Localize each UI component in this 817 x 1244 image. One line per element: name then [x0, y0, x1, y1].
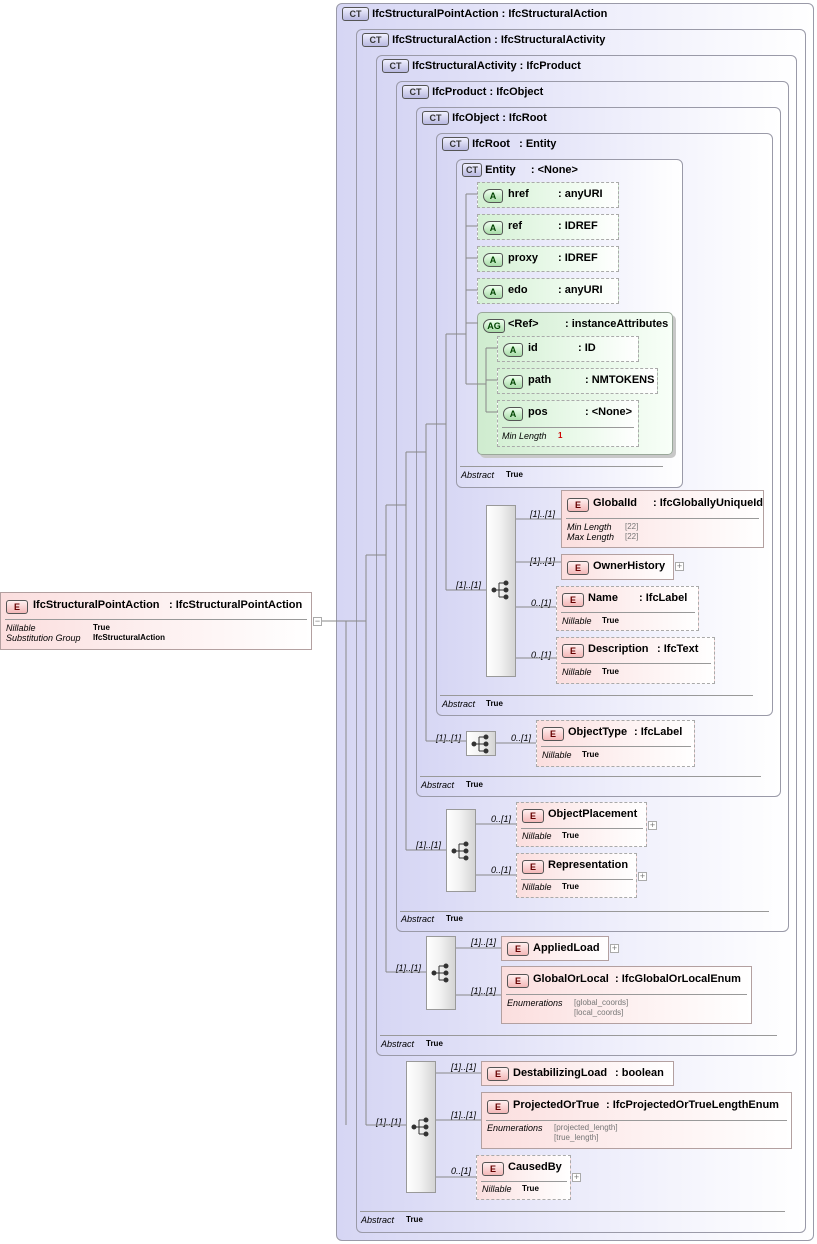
attribute-edo[interactable]: A edo : anyURI [477, 278, 619, 304]
element-objecttype[interactable]: E ObjectType : IfcLabel Nillable True [536, 720, 695, 767]
expand-icon[interactable]: + [648, 820, 657, 830]
element-globalorlocal[interactable]: E GlobalOrLocal : IfcGlobalOrLocalEnum E… [501, 966, 752, 1024]
element-icon: E [522, 860, 544, 874]
ct-header-ifcstructuralpointaction: CT IfcStructuralPointAction : IfcStructu… [342, 7, 607, 21]
entity-abstract-label: Abstract [461, 470, 495, 480]
attribute-ref[interactable]: A ref : IDREF [477, 214, 619, 240]
complex-type-icon: CT [442, 137, 469, 151]
expand-icon[interactable]: + [638, 871, 647, 881]
element-globalid[interactable]: E GlobalId : IfcGloballyUniqueId Min Len… [561, 490, 764, 548]
complex-type-icon: CT [422, 111, 449, 125]
element-icon: E [567, 561, 589, 575]
element-icon: E [507, 942, 529, 956]
element-icon: E [482, 1162, 504, 1176]
root-sequence[interactable] [486, 505, 516, 677]
element-destabilizingload[interactable]: E DestabilizingLoad : boolean [481, 1061, 674, 1086]
ct-header-entity: CT Entity : <None> [462, 163, 578, 177]
product-abstract-label: Abstract [401, 914, 435, 924]
attribute-pos[interactable]: A pos : <None> Min Length 1 [497, 400, 639, 447]
element-icon: E [507, 974, 529, 988]
collapse-icon[interactable]: − [313, 616, 322, 626]
expand-icon[interactable]: + [572, 1172, 581, 1182]
object-abstract-label: Abstract [421, 780, 455, 790]
element-objectplacement[interactable]: E ObjectPlacement Nillable True [516, 802, 647, 847]
expand-icon[interactable]: + [610, 943, 619, 953]
element-icon: E [522, 809, 544, 823]
attribute-icon: A [503, 343, 523, 357]
action-abstract-value: True [406, 1215, 423, 1224]
element-icon: E [567, 498, 589, 512]
attribute-href[interactable]: A href : anyURI [477, 182, 619, 208]
attribute-icon: A [483, 253, 503, 267]
element-name[interactable]: E Name : IfcLabel Nillable True [556, 586, 699, 631]
element-causedby[interactable]: E CausedBy Nillable True [476, 1155, 571, 1200]
ct-header-ifcstructuralactivity: CT IfcStructuralActivity : IfcProduct [382, 59, 581, 73]
activity-abstract-label: Abstract [381, 1039, 415, 1049]
complex-type-icon: CT [382, 59, 409, 73]
attribute-id[interactable]: A id : ID [497, 336, 639, 362]
element-icon: E [487, 1067, 509, 1081]
action-abstract-label: Abstract [361, 1215, 395, 1225]
entity-abstract-value: True [506, 470, 523, 479]
attribute-icon: A [503, 407, 523, 421]
element-projectedortrue[interactable]: E ProjectedOrTrue : IfcProjectedOrTrueLe… [481, 1092, 792, 1149]
element-icon: E [487, 1100, 509, 1114]
ct-header-ifcroot: CT IfcRoot : Entity [442, 137, 556, 151]
root-abstract-value: True [486, 699, 503, 708]
expand-icon[interactable]: + [675, 561, 684, 571]
ct-header-ifcproduct: CT IfcProduct : IfcObject [402, 85, 543, 99]
complex-type-icon: CT [362, 33, 389, 47]
complex-type-icon: CT [402, 85, 429, 99]
attribute-path[interactable]: A path : NMTOKENS [497, 368, 658, 394]
complex-type-icon: CT [462, 163, 482, 177]
attribute-proxy[interactable]: A proxy : IDREF [477, 246, 619, 272]
activity-abstract-value: True [426, 1039, 443, 1048]
element-icon: E [562, 644, 584, 658]
object-abstract-value: True [466, 780, 483, 789]
attribute-group-icon: AG [483, 319, 505, 333]
ct-header-ifcobject: CT IfcObject : IfcRoot [422, 111, 547, 125]
element-icon: E [562, 593, 584, 607]
root-element-ifcstructuralpointaction[interactable]: E IfcStructuralPointAction : IfcStructur… [0, 592, 312, 650]
attribute-icon: A [483, 221, 503, 235]
element-icon: E [542, 727, 564, 741]
ct-header-ifcstructuralaction: CT IfcStructuralAction : IfcStructuralAc… [362, 33, 605, 47]
attribute-icon: A [483, 285, 503, 299]
element-description[interactable]: E Description : IfcText Nillable True [556, 637, 715, 684]
element-representation[interactable]: E Representation Nillable True [516, 853, 637, 898]
attribute-icon: A [503, 375, 523, 389]
product-abstract-value: True [446, 914, 463, 923]
element-appliedload[interactable]: E AppliedLoad [501, 936, 609, 961]
attribute-icon: A [483, 189, 503, 203]
complex-type-icon: CT [342, 7, 369, 21]
element-ownerhistory[interactable]: E OwnerHistory [561, 554, 674, 580]
element-icon: E [6, 600, 28, 614]
root-abstract-label: Abstract [442, 699, 476, 709]
